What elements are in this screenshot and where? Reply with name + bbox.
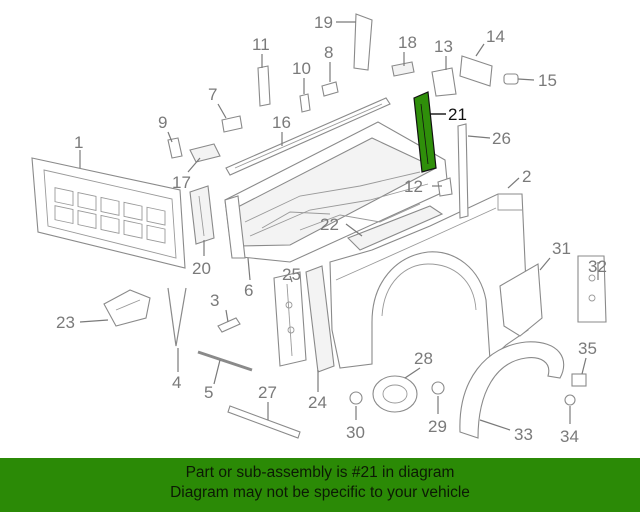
callout-18[interactable]: 18 — [398, 33, 417, 52]
part-25-side-panel[interactable] — [273, 271, 307, 367]
callout-34[interactable]: 34 — [560, 427, 579, 446]
callout-17[interactable]: 17 — [172, 173, 191, 192]
part-31-splash-shield[interactable] — [499, 263, 543, 337]
info-banner: Part or sub-assembly is #21 in diagram D… — [0, 458, 640, 512]
part-33-wheelhouse-liner[interactable] — [459, 341, 565, 439]
banner-line-1: Part or sub-assembly is #21 in diagram — [185, 464, 455, 481]
callout-7[interactable]: 7 — [208, 85, 217, 104]
callout-33[interactable]: 33 — [514, 425, 533, 444]
part-12-clip[interactable] — [437, 177, 453, 197]
part-18-block[interactable] — [391, 61, 415, 77]
callout-28[interactable]: 28 — [414, 349, 433, 368]
part-1-tailgate[interactable] — [31, 157, 186, 269]
callout-20[interactable]: 20 — [192, 259, 211, 278]
callout-6[interactable]: 6 — [244, 281, 253, 300]
callout-12[interactable]: 12 — [404, 177, 423, 196]
callout-29[interactable]: 29 — [428, 417, 447, 436]
part-22-arch-panel[interactable] — [347, 205, 444, 251]
part-14-bracket[interactable] — [459, 55, 493, 87]
part-10-clip[interactable] — [299, 93, 311, 113]
banner-line-2: Diagram may not be specific to your vehi… — [170, 484, 470, 501]
callout-10[interactable]: 10 — [292, 59, 311, 78]
part-30-plug[interactable] — [349, 391, 363, 405]
callout-4[interactable]: 4 — [172, 373, 181, 392]
callout-27[interactable]: 27 — [258, 383, 277, 402]
callout-22[interactable]: 22 — [320, 215, 339, 234]
part-34-screw[interactable] — [564, 394, 576, 406]
part-9-bracket[interactable] — [167, 137, 183, 159]
part-11-hinge[interactable] — [257, 65, 271, 107]
part-26-pillar[interactable] — [457, 123, 469, 219]
part-7-latch[interactable] — [221, 115, 243, 133]
callout-19[interactable]: 19 — [314, 13, 333, 32]
part-21-highlighted[interactable] — [413, 91, 437, 173]
callout-25[interactable]: 25 — [282, 265, 301, 284]
callout-13[interactable]: 13 — [434, 37, 453, 56]
callout-32[interactable]: 32 — [588, 257, 607, 276]
part-24-reinforcement[interactable] — [305, 265, 335, 373]
callout-3[interactable]: 3 — [210, 291, 219, 310]
callout-numbers: 1 2 3 4 5 6 7 8 9 10 11 12 13 14 15 16 1… — [56, 13, 607, 446]
exploded-parts-diagram: 1 2 3 4 5 6 7 8 9 10 11 12 13 14 15 16 1… — [31, 13, 607, 446]
part-20-bracket[interactable] — [189, 185, 215, 245]
part-19-post[interactable] — [353, 13, 373, 71]
callout-1[interactable]: 1 — [74, 133, 83, 152]
part-5-strip[interactable] — [197, 350, 253, 372]
callout-31[interactable]: 31 — [552, 239, 571, 258]
part-8-clip[interactable] — [321, 81, 339, 97]
part-6-bed-box[interactable] — [224, 121, 449, 263]
part-3-strip[interactable] — [217, 317, 241, 333]
part-17-plate[interactable] — [189, 143, 221, 163]
callout-15[interactable]: 15 — [538, 71, 557, 90]
part-13-bracket[interactable] — [431, 67, 457, 97]
callout-23[interactable]: 23 — [56, 313, 75, 332]
callout-9[interactable]: 9 — [158, 113, 167, 132]
part-23-bracket[interactable] — [103, 289, 151, 327]
callout-24[interactable]: 24 — [308, 393, 327, 412]
part-4-cable[interactable] — [167, 287, 187, 347]
part-15-bolt[interactable] — [503, 73, 519, 85]
leader-lines — [79, 21, 599, 431]
callout-8[interactable]: 8 — [324, 43, 333, 62]
callout-2[interactable]: 2 — [522, 167, 531, 186]
callout-5[interactable]: 5 — [204, 383, 213, 402]
part-16-top-rail[interactable] — [225, 97, 391, 176]
callout-21-highlighted[interactable]: 21 — [448, 105, 467, 124]
part-28-fuel-door[interactable] — [372, 375, 418, 413]
callout-11[interactable]: 11 — [252, 35, 270, 54]
part-29-bumper[interactable] — [431, 381, 445, 395]
part-32-plate[interactable] — [577, 255, 607, 323]
part-27-strip[interactable] — [227, 405, 301, 439]
callout-35[interactable]: 35 — [578, 339, 597, 358]
part-35-clip[interactable] — [571, 373, 587, 387]
callout-14[interactable]: 14 — [486, 27, 505, 46]
callout-26[interactable]: 26 — [492, 129, 511, 148]
callout-30[interactable]: 30 — [346, 423, 365, 442]
callout-16[interactable]: 16 — [272, 113, 291, 132]
